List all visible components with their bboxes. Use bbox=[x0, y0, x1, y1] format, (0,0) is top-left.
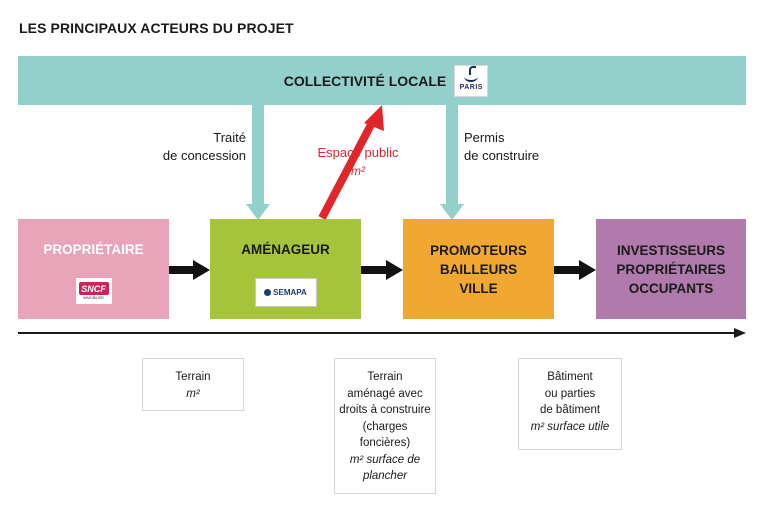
actor-promoteurs-line-2: BAILLEURS bbox=[439, 261, 518, 277]
permis-connector bbox=[446, 105, 458, 208]
concession-connector bbox=[252, 105, 264, 208]
info-box-text: Terrain bbox=[175, 371, 211, 383]
semapa-logo-dot-icon bbox=[264, 289, 272, 296]
info-box-text: (charges bbox=[362, 420, 408, 433]
info-box-unit: plancher bbox=[362, 470, 408, 482]
info-box-text: ou parties bbox=[544, 387, 596, 400]
actor-investisseurs-line-3: OCCUPANTS bbox=[628, 280, 714, 296]
info-box-terrain-amenage: Terrain aménagé avec droits à construire… bbox=[334, 358, 436, 494]
ship-icon bbox=[464, 65, 479, 82]
info-box-unit: m² surface utile bbox=[530, 420, 610, 433]
permis-label-line-1: Permis bbox=[464, 130, 505, 145]
info-box-text: Bâtiment bbox=[547, 371, 593, 383]
actor-proprietaire-label: PROPRIÉTAIRE bbox=[43, 242, 144, 257]
concession-label: Traité de concession bbox=[148, 129, 246, 165]
concession-label-line-1: Traité bbox=[213, 130, 246, 145]
paris-logo-text: PARIS bbox=[459, 83, 483, 91]
timeline-axis bbox=[18, 332, 738, 334]
concession-label-line-2: de concession bbox=[162, 148, 246, 163]
actor-promoteurs-line-1: PROMOTEURS bbox=[430, 242, 527, 258]
actor-promoteurs-line-3: VILLE bbox=[459, 280, 498, 296]
actor-amenageur: AMÉNAGEUR SEMAPA bbox=[210, 219, 361, 319]
info-box-terrain: Terrain m² bbox=[142, 358, 244, 411]
sncf-logo-mark: SNCF bbox=[78, 282, 109, 295]
info-box-text: aménagé avec bbox=[347, 387, 423, 400]
actor-investisseurs-line-2: PROPRIÉTAIRES bbox=[616, 261, 726, 277]
permis-arrowhead-icon bbox=[440, 204, 464, 220]
espace-public-label-line-1: Espace public bbox=[317, 145, 399, 160]
info-box-batiment: Bâtiment ou parties de bâtiment m² surfa… bbox=[518, 358, 622, 450]
paris-logo: PARIS bbox=[454, 64, 489, 97]
actor-proprietaire: PROPRIÉTAIRE SNCF IMMOBILIER bbox=[18, 219, 169, 319]
espace-public-arrow-icon bbox=[318, 105, 384, 220]
collectivite-locale-bar: COLLECTIVITÉ LOCALE PARIS bbox=[18, 56, 746, 105]
concession-arrowhead-icon bbox=[246, 204, 270, 220]
info-box-unit: m² bbox=[186, 387, 200, 400]
actor-investisseurs: INVESTISSEURS PROPRIÉTAIRES OCCUPANTS bbox=[596, 219, 746, 319]
sncf-logo-sub: IMMOBILIER bbox=[83, 296, 104, 300]
info-box-text: droits à construire bbox=[339, 404, 431, 416]
semapa-logo: SEMAPA bbox=[254, 278, 317, 307]
info-box-text: foncières) bbox=[359, 437, 411, 449]
semapa-logo-text: SEMAPA bbox=[273, 288, 307, 297]
arrow-right-icon bbox=[169, 260, 210, 280]
collectivite-locale-label: COLLECTIVITÉ LOCALE bbox=[283, 72, 447, 89]
actor-promoteurs: PROMOTEURS BAILLEURS VILLE bbox=[403, 219, 554, 319]
arrow-right-icon bbox=[361, 260, 403, 280]
info-box-unit: m² surface de bbox=[349, 453, 421, 466]
permis-label-line-2: de construire bbox=[464, 148, 540, 163]
info-box-text: de bâtiment bbox=[539, 404, 601, 416]
actor-amenageur-label: AMÉNAGEUR bbox=[241, 242, 330, 257]
espace-public-label: Espace public m² bbox=[306, 144, 410, 180]
sncf-immobilier-logo: SNCF IMMOBILIER bbox=[75, 278, 112, 304]
timeline-arrowhead-icon bbox=[734, 328, 746, 338]
page-title: LES PRINCIPAUX ACTEURS DU PROJET bbox=[19, 20, 294, 36]
permis-label: Permis de construire bbox=[464, 129, 584, 165]
actor-investisseurs-line-1: INVESTISSEURS bbox=[616, 242, 726, 258]
espace-public-unit: m² bbox=[351, 164, 365, 178]
info-box-text: Terrain bbox=[367, 371, 403, 383]
arrow-right-icon bbox=[554, 260, 596, 280]
